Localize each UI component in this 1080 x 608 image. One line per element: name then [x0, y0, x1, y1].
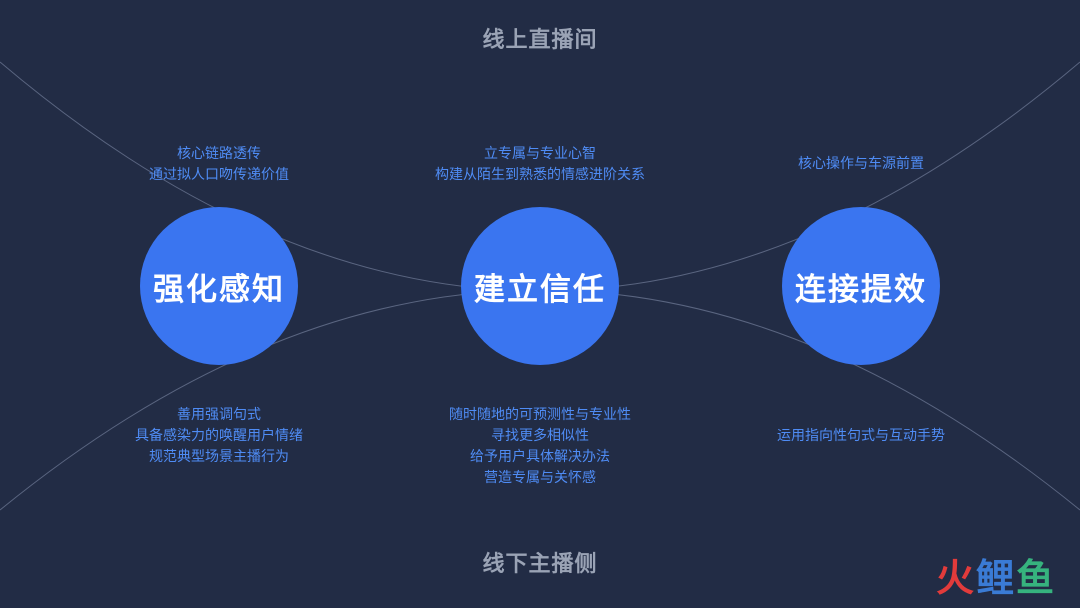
- notes-top-3: 核心操作与车源前置: [711, 154, 1011, 175]
- brand-logo: 火鲤鱼: [936, 547, 1056, 602]
- note-line: 营造专属与关怀感: [484, 470, 596, 486]
- logo-char: 鲤: [975, 556, 1016, 600]
- note-line: 寻找更多相似性: [491, 428, 589, 444]
- note-line: 立专属与专业心智: [484, 146, 596, 162]
- note-line: 善用强调句式: [177, 407, 261, 423]
- circle-connect-efficiency: 连接提效: [782, 207, 940, 365]
- note-line: 核心操作与车源前置: [798, 156, 924, 172]
- note-line: 核心链路透传: [177, 146, 261, 162]
- note-line: 运用指向性句式与互动手势: [777, 428, 945, 444]
- logo-char: 鱼: [1015, 556, 1056, 600]
- circle-build-trust: 建立信任: [461, 207, 619, 365]
- note-line: 规范典型场景主播行为: [149, 449, 289, 465]
- notes-bottom-1: 善用强调句式 具备感染力的唤醒用户情绪 规范典型场景主播行为: [69, 405, 369, 468]
- heading-online-live: 线上直播间: [482, 28, 598, 53]
- notes-top-2: 立专属与专业心智 构建从陌生到熟悉的情感进阶关系: [390, 144, 690, 186]
- notes-bottom-3: 运用指向性句式与互动手势: [711, 426, 1011, 447]
- note-line: 通过拟人口吻传递价值: [149, 167, 289, 183]
- logo-char: 火: [935, 556, 976, 600]
- notes-top-1: 核心链路透传 通过拟人口吻传递价值: [69, 144, 369, 186]
- note-line: 随时随地的可预测性与专业性: [449, 407, 631, 423]
- notes-bottom-2: 随时随地的可预测性与专业性 寻找更多相似性 给予用户具体解决办法 营造专属与关怀…: [390, 405, 690, 489]
- circle-enhance-perception: 强化感知: [140, 207, 298, 365]
- note-line: 给予用户具体解决办法: [470, 449, 610, 465]
- heading-offline-anchor: 线下主播侧: [482, 552, 598, 577]
- note-line: 具备感染力的唤醒用户情绪: [135, 428, 303, 444]
- note-line: 构建从陌生到熟悉的情感进阶关系: [435, 167, 645, 183]
